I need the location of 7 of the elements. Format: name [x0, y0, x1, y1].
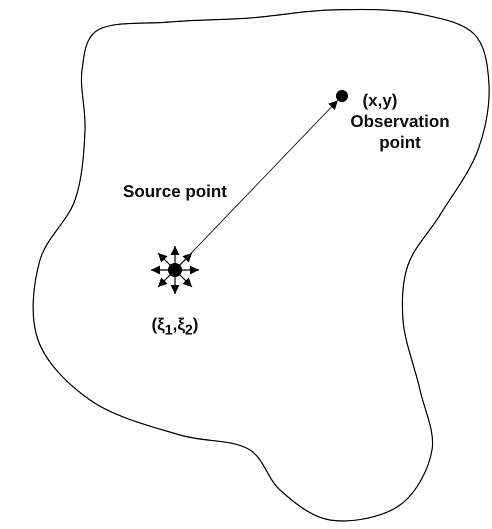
point-label: (x,y) [362, 90, 398, 111]
point-marker [336, 90, 348, 102]
arrow [179, 100, 338, 266]
point-label: Source point [122, 181, 228, 202]
point-label: (ξ$_{1}$,ξ$_{2}$) [150, 314, 200, 340]
point-label: Observation point [349, 111, 451, 153]
point-marker [168, 263, 182, 277]
